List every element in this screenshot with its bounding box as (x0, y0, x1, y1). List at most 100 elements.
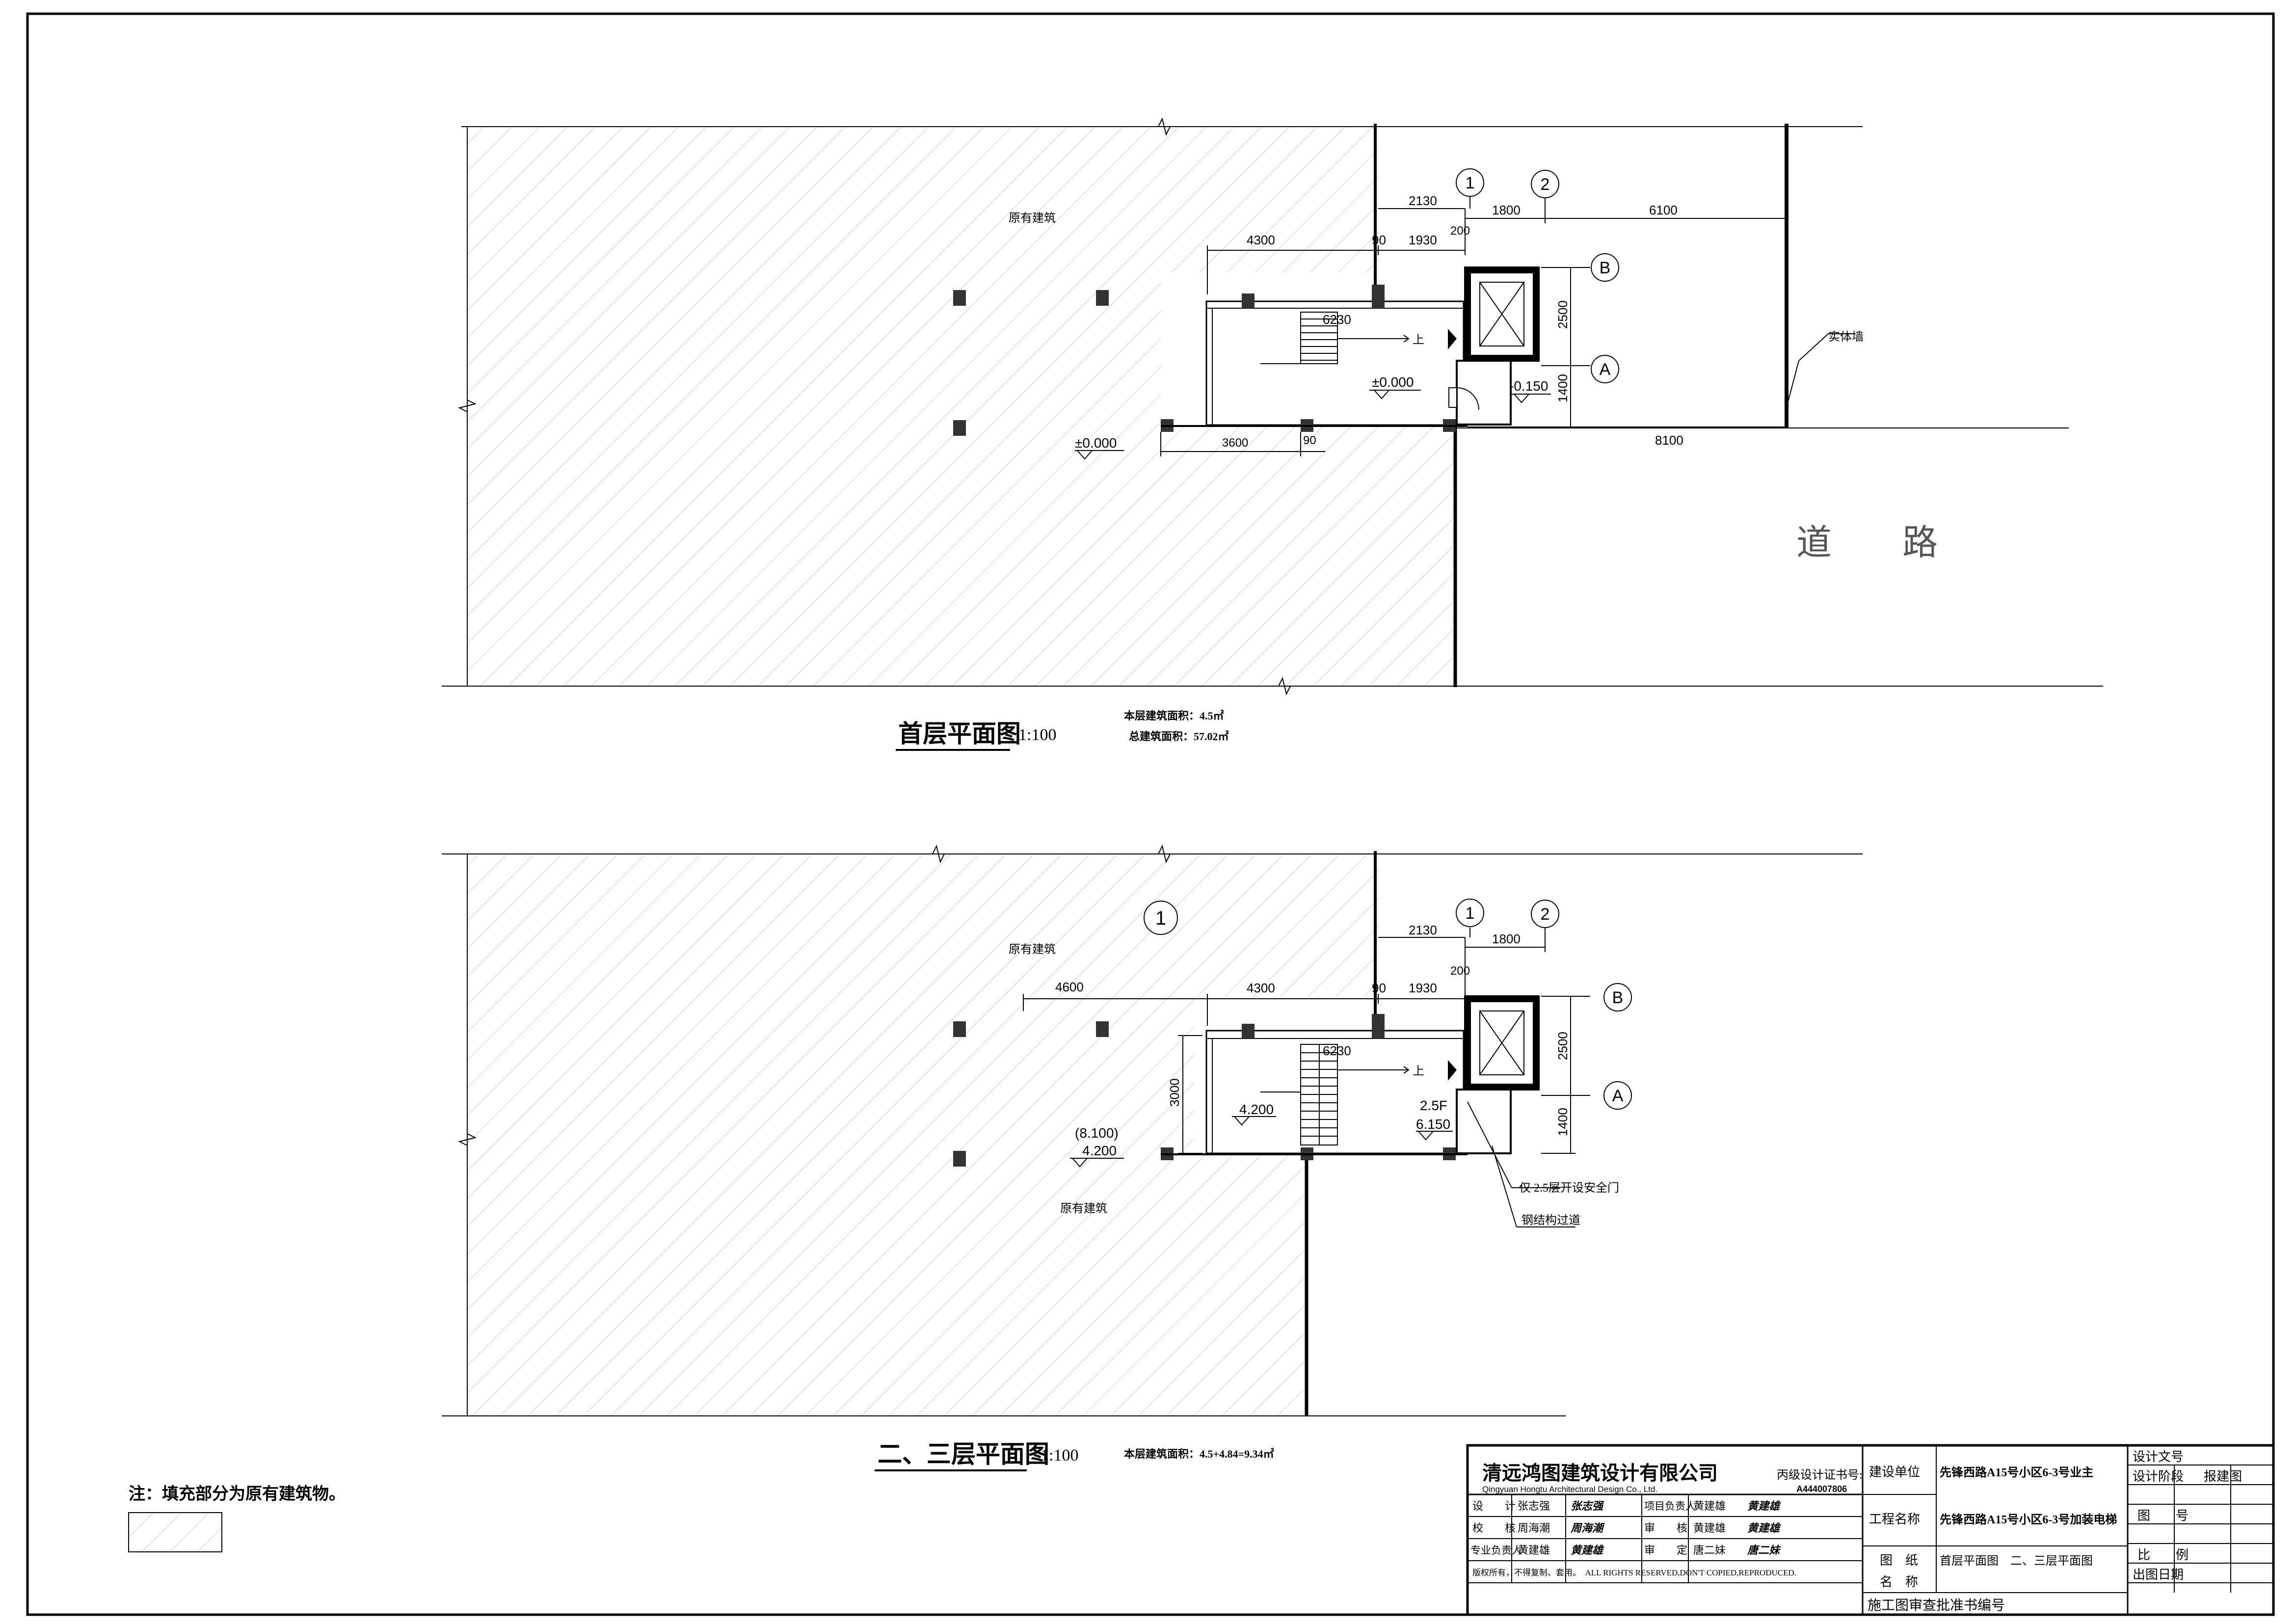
stage-label: 设计阶段 (2133, 1469, 2184, 1484)
client-label: 建设单位 (1869, 1465, 1920, 1479)
company-name-cn: 清远鸿图建筑设计有限公司 (1482, 1463, 1718, 1484)
existing-building-hatch-2 (467, 854, 1379, 1416)
stair-up-label-2: 上 (1413, 1065, 1424, 1078)
level2-8100: (8.100) (1075, 1125, 1119, 1141)
role-design: 设 计 (1472, 1500, 1516, 1512)
signature-review: 黄建雄 (1747, 1522, 1781, 1534)
dim-2130: 2130 (1409, 193, 1437, 208)
drawing-value: 首层平面图 二、三层平面图 (1940, 1554, 2093, 1568)
dim2-90: 90 (1372, 981, 1386, 995)
axis2-1-big: 1 (1155, 907, 1166, 929)
dim-2500: 2500 (1555, 300, 1570, 329)
drawing-label-1: 图 纸 (1880, 1553, 1918, 1568)
project-value: 先锋西路A15号小区6-3号加装电梯 (1940, 1513, 2117, 1526)
date-label: 出图日期 (2133, 1568, 2184, 1582)
signature-design: 张志强 (1571, 1500, 1604, 1512)
dim2-4300: 4300 (1247, 981, 1275, 995)
name-review: 黄建雄 (1693, 1522, 1726, 1534)
ground-floor-plan: 上 (442, 117, 2103, 751)
upper-floor-plan: 上 4600 4300 (442, 845, 1863, 1471)
signature-check: 周海潮 (1570, 1522, 1605, 1534)
dim-6100: 6100 (1649, 203, 1678, 217)
sheet-border (26, 12, 2275, 1616)
existing-building-hatch (467, 127, 1453, 686)
dim2-6230: 6230 (1323, 1043, 1351, 1058)
dim-4300: 4300 (1247, 233, 1275, 247)
cert-number: A444007806 (1796, 1484, 1847, 1494)
dim2-200: 200 (1450, 964, 1470, 978)
project-label: 工程名称 (1869, 1512, 1920, 1526)
dim2-3000: 3000 (1167, 1078, 1182, 1107)
existing-building-label-top: 原有建筑 (1009, 943, 1056, 956)
axis-1: 1 (1466, 174, 1475, 192)
dim-90: 90 (1372, 233, 1386, 247)
axis-B: B (1600, 259, 1611, 277)
scale-label: 比 例 (2137, 1548, 2189, 1562)
cert-label: 丙级设计证书号: (1777, 1468, 1863, 1482)
stair-up-label: 上 (1413, 333, 1424, 346)
drawing-label-2: 名 称 (1880, 1575, 1918, 1589)
legend: 注：填充部分为原有建筑物。 (128, 1485, 346, 1552)
signature-project-lead: 黄建雄 (1747, 1500, 1781, 1512)
name-specialty: 黄建雄 (1518, 1544, 1550, 1556)
role-approve: 审 定 (1644, 1544, 1687, 1556)
plan2-area-floor: 本层建筑面积：4.5+4.84=9.34㎡ (1124, 1448, 1274, 1460)
dim-3600: 3600 (1222, 436, 1248, 450)
dim-1930: 1930 (1409, 233, 1437, 247)
stage-value: 报建图 (2204, 1469, 2242, 1484)
plan1-area-floor: 本层建筑面积：4.5㎡ (1124, 710, 1224, 722)
level-minus: -0.150 (1509, 378, 1548, 394)
dim-1800: 1800 (1492, 203, 1521, 217)
name-check: 周海潮 (1518, 1522, 1550, 1534)
level-ground-b: ±0.000 (1372, 374, 1414, 390)
plan1-title: 首层平面图 (898, 720, 1021, 747)
existing-building-label-bottom: 原有建筑 (1060, 1202, 1107, 1215)
plan1-area-total: 总建筑面积：57.02㎡ (1129, 730, 1229, 743)
note-steel-bridge: 钢结构过道 (1522, 1214, 1580, 1227)
company-name-en: Qingyuan Hongtu Architectural Design Co.… (1482, 1485, 1657, 1494)
copyright-notice: 版权所有，不得复制、套用。 ALL RIGHTS RESERVED,DON'T … (1472, 1568, 1796, 1577)
legend-note: 注：填充部分为原有建筑物。 (129, 1485, 346, 1503)
level-ground-a: ±0.000 (1075, 435, 1117, 451)
existing-building-label: 原有建筑 (1009, 212, 1056, 225)
role-specialty: 专业负责人 (1470, 1544, 1522, 1556)
client-value: 先锋西路A15号小区6-3号业主 (1940, 1465, 2093, 1479)
plan2-title: 二、三层平面图 (878, 1440, 1049, 1468)
approval-label: 施工图审查批准书编号 (1868, 1597, 2005, 1613)
title-block (1466, 1444, 2275, 1616)
road-label: 道 路 (1796, 523, 1938, 562)
role-check: 校 核 (1472, 1522, 1516, 1534)
signature-approve: 唐二妹 (1747, 1544, 1781, 1556)
dim2-2500: 2500 (1555, 1032, 1570, 1060)
dim-8100: 8100 (1655, 433, 1683, 448)
name-design: 张志强 (1518, 1500, 1550, 1512)
plan1-scale: 1:100 (1018, 726, 1056, 744)
entity-wall-label: 实体墙 (1828, 330, 1864, 344)
level2-25f: 2.5F (1420, 1098, 1447, 1113)
legend-hatch-swatch (128, 1512, 222, 1552)
level2-4200a: 4.200 (1239, 1102, 1274, 1117)
sheet-no-label: 图 号 (2137, 1509, 2189, 1523)
role-review: 审 核 (1644, 1522, 1687, 1534)
dim-6230: 6230 (1323, 312, 1351, 327)
dim-200: 200 (1450, 224, 1470, 238)
name-approve: 唐二妹 (1693, 1544, 1726, 1556)
dim2-1400: 1400 (1555, 1108, 1570, 1136)
axis2-B: B (1612, 988, 1624, 1007)
axis2-2: 2 (1541, 905, 1550, 924)
dim2-2130: 2130 (1409, 923, 1437, 937)
axis-A: A (1600, 360, 1611, 379)
signature-specialty: 黄建雄 (1571, 1544, 1604, 1556)
level2-4200b: 4.200 (1082, 1143, 1117, 1158)
title-block-text: 清远鸿图建筑设计有限公司 Qingyuan Hongtu Architectur… (1470, 1450, 2242, 1613)
note-safety-door: 仅 2.5层开设安全门 (1519, 1181, 1619, 1195)
dim-90b: 90 (1303, 434, 1316, 447)
plan2-scale: 1:100 (1041, 1446, 1078, 1464)
doc-no-label: 设计文号 (2133, 1450, 2184, 1464)
dim2-1800: 1800 (1492, 932, 1521, 946)
level2-6150: 6.150 (1416, 1117, 1450, 1132)
dim2-1930: 1930 (1409, 981, 1437, 995)
dim-1400: 1400 (1555, 374, 1570, 402)
dim2-4600: 4600 (1055, 980, 1084, 994)
